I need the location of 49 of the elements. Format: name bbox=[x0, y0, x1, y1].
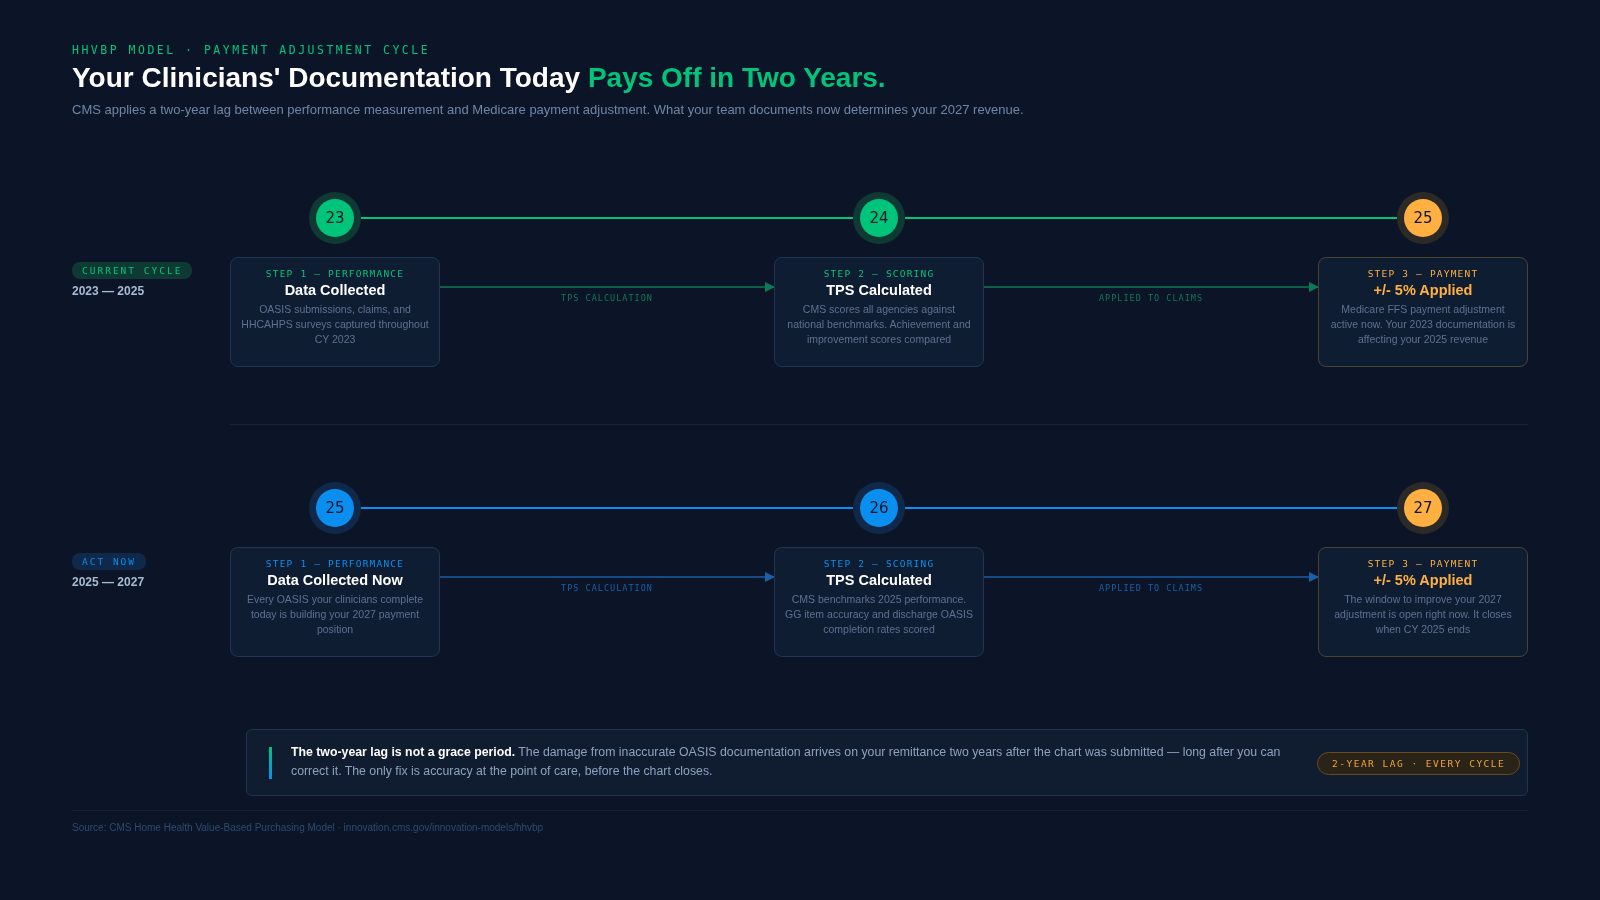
arrow bbox=[983, 571, 1320, 583]
subtitle: CMS applies a two-year lag between performance measurement and Medicare payment adjustment. What your team documents now determines your 2027 revenue. bbox=[72, 102, 1024, 117]
step-card bbox=[1318, 257, 1528, 367]
timeline-line bbox=[360, 217, 854, 219]
status-tag: CURRENT CYCLE bbox=[72, 262, 193, 279]
lag-badge: 2-YEAR LAG · EVERY CYCLE bbox=[1317, 752, 1521, 775]
step-circle: 25 bbox=[309, 482, 361, 534]
callout-text: The two-year lag is not a grace period. The damage from inaccurate OASIS documentation arrives on your remittance two years after the chart was submitted — long after you can correct it. The only fix is accuracy at the point of care, before the chart closes. bbox=[291, 744, 1282, 780]
eyebrow-text: HHVBP MODEL · PAYMENT ADJUSTMENT CYCLE bbox=[72, 43, 431, 57]
year-range: 2023 — 2025 bbox=[72, 284, 145, 298]
card-description: CMS scores all agencies against national benchmarks. Achievement and improvement scores compared bbox=[786, 302, 972, 347]
step-label: STEP 3 — PAYMENT bbox=[1366, 558, 1480, 569]
card-description: CMS benchmarks 2025 performance. GG item accuracy and discharge OASIS completion rates scored bbox=[784, 592, 974, 637]
title: Your Clinicians' Documentation Today Pays Off in Two Years. bbox=[72, 62, 886, 94]
step-card bbox=[230, 547, 440, 657]
card-title: +/- 5% Applied bbox=[1372, 282, 1474, 298]
card-description: The window to improve your 2027 adjustment is open right now. It closes when CY 2025 ends bbox=[1333, 592, 1513, 637]
year-range: 2025 — 2027 bbox=[72, 575, 145, 589]
arrow bbox=[439, 571, 776, 583]
step-circle: 24 bbox=[853, 192, 905, 244]
step-circle: 27 bbox=[1397, 482, 1449, 534]
card-description: Medicare FFS payment adjustment active now. Your 2023 documentation is affecting your 2025 revenue bbox=[1329, 302, 1517, 347]
card-title: Data Collected Now bbox=[266, 572, 404, 588]
step-label: STEP 2 — SCORING bbox=[822, 268, 936, 279]
card-title: +/- 5% Applied bbox=[1372, 572, 1474, 588]
arrow bbox=[439, 281, 776, 293]
step-card bbox=[1318, 547, 1528, 657]
card-title: Data Collected bbox=[283, 282, 387, 298]
step-card bbox=[774, 257, 984, 367]
card-description: OASIS submissions, claims, and HHCAHPS surveys captured throughout CY 2023 bbox=[240, 302, 430, 347]
step-label: STEP 2 — SCORING bbox=[822, 558, 936, 569]
step-circle: 26 bbox=[853, 482, 905, 534]
callout-panel bbox=[246, 729, 1528, 796]
timeline-line bbox=[360, 507, 854, 509]
step-label: STEP 3 — PAYMENT bbox=[1366, 268, 1480, 279]
card-title: TPS Calculated bbox=[825, 572, 933, 588]
card-title: TPS Calculated bbox=[825, 282, 933, 298]
step-label: STEP 1 — PERFORMANCE bbox=[264, 558, 406, 569]
arrow bbox=[983, 281, 1320, 293]
step-circle: 23 bbox=[309, 192, 361, 244]
card-description: Every OASIS your clinicians complete today is building your 2027 payment position bbox=[245, 592, 425, 637]
step-card bbox=[230, 257, 440, 367]
timeline-line bbox=[904, 217, 1398, 219]
step-label: STEP 1 — PERFORMANCE bbox=[264, 268, 406, 279]
timeline-line bbox=[904, 507, 1398, 509]
status-tag: ACT NOW bbox=[72, 553, 147, 570]
step-card bbox=[774, 547, 984, 657]
source-note: Source: CMS Home Health Value-Based Purchasing Model · innovation.cms.gov/innovation-models/hhvbp bbox=[72, 822, 544, 833]
step-circle: 25 bbox=[1397, 192, 1449, 244]
